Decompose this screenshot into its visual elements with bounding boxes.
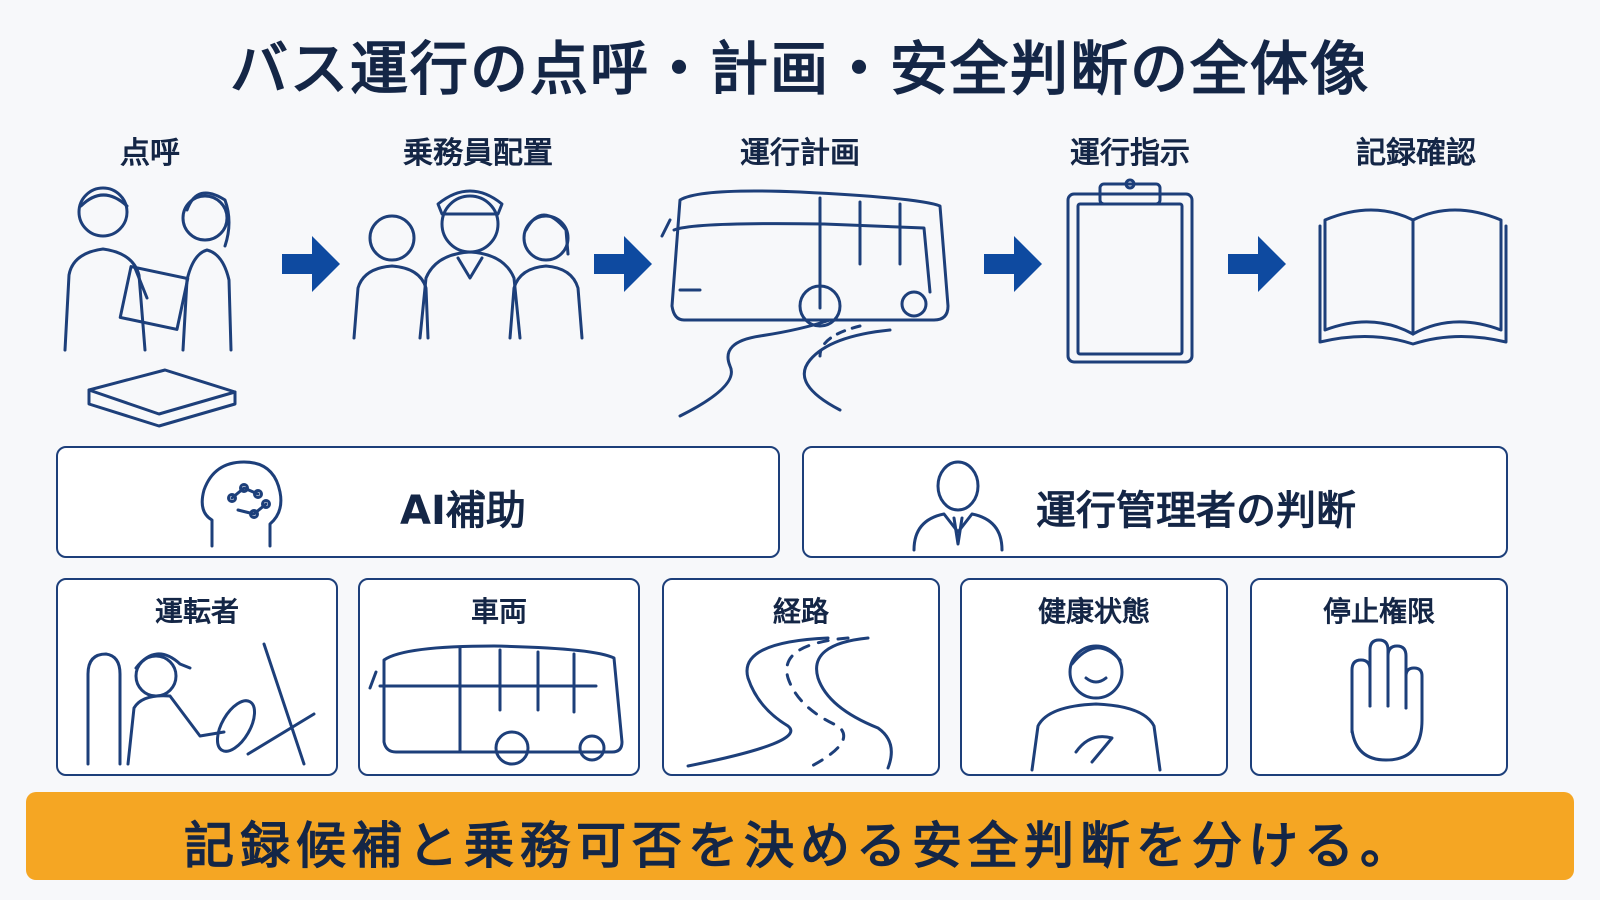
arrow-3-icon bbox=[984, 236, 1042, 292]
conclusion-text: 記録候補と乗務可否を決める安全判断を分ける。 bbox=[184, 817, 1416, 875]
manager-judgment-panel: 運行管理者の判断 bbox=[802, 446, 1508, 558]
clipboard-icon bbox=[1066, 178, 1194, 364]
factor-card-driver: 運転者 bbox=[56, 578, 338, 776]
driver-icon bbox=[86, 642, 316, 766]
arrow-4-icon bbox=[1228, 236, 1286, 292]
ai-assist-label: AI補助 bbox=[400, 488, 526, 534]
stop-hand-icon bbox=[1350, 638, 1424, 762]
arrow-2-icon bbox=[594, 236, 652, 292]
step-label-operation-plan: 運行計画 bbox=[740, 136, 860, 171]
factor-label-driver: 運転者 bbox=[154, 595, 239, 628]
factor-label-vehicle: 車両 bbox=[470, 595, 527, 628]
factor-label-stop-authority: 停止権限 bbox=[1322, 595, 1435, 628]
bus-icon bbox=[368, 644, 624, 766]
page-title: バス運行の点呼・計画・安全判断の全体像 bbox=[229, 35, 1370, 103]
ai-brain-icon bbox=[200, 460, 283, 548]
arrow-1-icon bbox=[282, 236, 340, 292]
step-label-record-check: 記録確認 bbox=[1356, 136, 1476, 171]
factor-card-health: 健康状態 bbox=[960, 578, 1228, 776]
factor-label-route: 経路 bbox=[772, 595, 829, 628]
road-icon bbox=[686, 636, 893, 770]
open-book-icon bbox=[1318, 208, 1508, 346]
manager-icon bbox=[912, 460, 1004, 552]
step-label-crew-assignment: 乗務員配置 bbox=[403, 136, 553, 171]
roll-call-icon bbox=[63, 186, 237, 428]
factor-card-vehicle: 車両 bbox=[358, 578, 640, 776]
factor-card-stop-authority: 停止権限 bbox=[1250, 578, 1508, 776]
bus-route-icon bbox=[660, 189, 950, 418]
conclusion-banner: 記録候補と乗務可否を決める安全判断を分ける。 bbox=[26, 792, 1574, 880]
manager-judgment-label: 運行管理者の判断 bbox=[1036, 488, 1356, 534]
ai-assist-panel: AI補助 bbox=[56, 446, 780, 558]
factor-label-health: 健康状態 bbox=[1037, 595, 1150, 628]
factor-card-route: 経路 bbox=[662, 578, 940, 776]
crew-icon bbox=[352, 189, 584, 340]
health-person-icon bbox=[1030, 644, 1162, 772]
step-label-operation-instruction: 運行指示 bbox=[1070, 136, 1190, 171]
step-label-roll-call: 点呼 bbox=[120, 136, 180, 171]
